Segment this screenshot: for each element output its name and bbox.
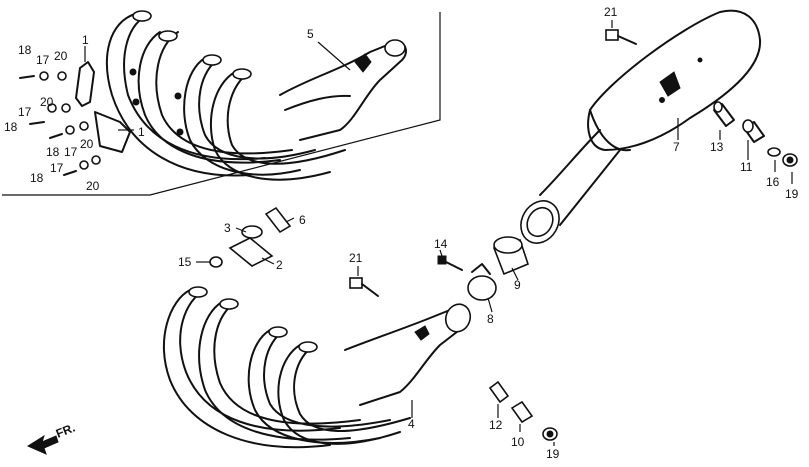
callout-4: 4 [408,417,415,431]
muffler [520,9,762,244]
callout-20-d: 20 [86,179,100,193]
callout-5: 5 [307,27,314,41]
callout-2: 2 [276,258,283,272]
callout-19-upper: 19 [785,187,799,201]
callout-14: 14 [434,237,448,251]
callout-15: 15 [178,255,192,269]
callout-1-upper: 1 [82,33,89,47]
callout-16: 16 [766,175,780,189]
callout-9: 9 [514,278,521,292]
callout-3: 3 [224,221,231,235]
callout-1-lower: 1 [138,125,145,139]
joint-pipe-and-clamp [467,236,529,301]
callout-8: 8 [487,312,494,326]
callout-11: 11 [740,160,753,174]
callout-6: 6 [299,213,306,227]
callout-19-lower: 19 [546,447,560,461]
callout-21-lower: 21 [349,251,363,265]
callout-17-c: 17 [64,145,78,159]
lower-mount-hardware [488,380,558,441]
callout-20-c: 20 [80,137,94,151]
callout-numbers: 1 1 5 18 17 20 20 17 18 18 17 20 17 18 2… [4,5,799,461]
callout-21-upper: 21 [604,5,618,19]
front-direction-arrow: FR. [26,421,77,455]
inset-exhaust-pipe-assembly [105,10,407,181]
callout-18-c: 18 [46,145,60,159]
callout-leaders [196,20,793,446]
callout-17-d: 17 [50,161,64,175]
callout-18-b: 18 [4,120,18,134]
exhaust-gaskets [209,206,292,268]
inset-bracket-hardware [19,46,134,176]
callout-17-b: 17 [18,105,32,119]
joint-bolts [349,255,463,297]
callout-18-d: 18 [30,171,44,185]
muffler-mount-hardware [713,101,798,167]
callout-10: 10 [511,435,525,449]
callout-20-a: 20 [54,49,68,63]
callout-18-a: 18 [18,43,32,57]
front-label: FR. [54,421,77,441]
callout-12: 12 [489,418,503,432]
exhaust-pipe-assembly [162,286,472,449]
callout-20-b: 20 [40,95,54,109]
callout-17-a: 17 [36,53,50,67]
callout-7: 7 [673,140,680,154]
inset-frame [2,12,441,196]
muffler-bolt [605,29,637,45]
callout-13: 13 [710,140,724,154]
